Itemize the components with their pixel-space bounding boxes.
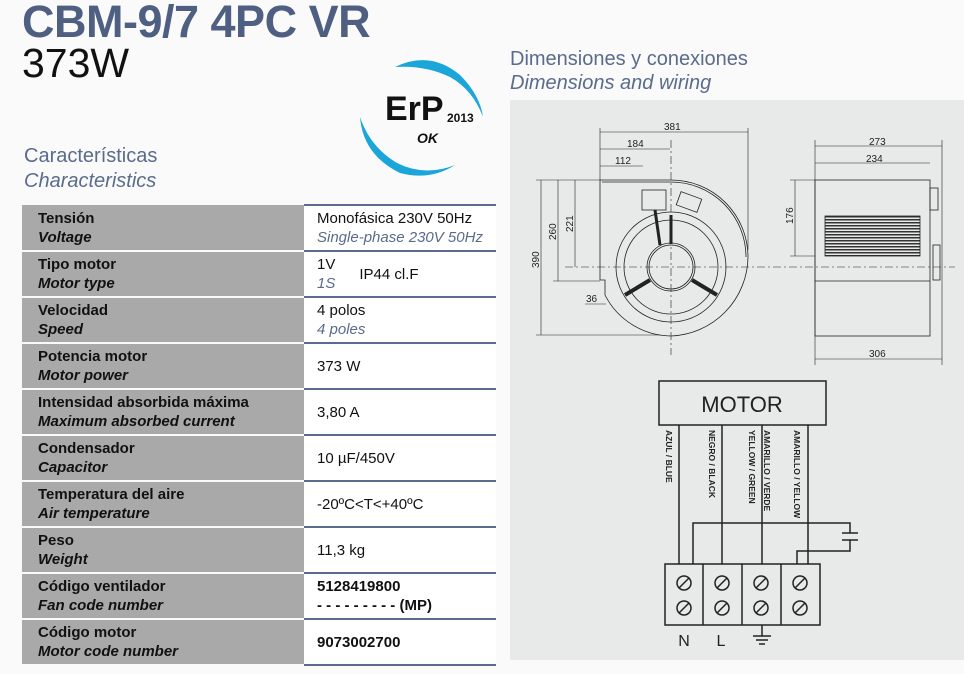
- spec-value: 5128419800: [317, 578, 401, 595]
- dim-221: 221: [565, 215, 576, 232]
- terminal-screws: [676, 575, 808, 616]
- spec-value-en: 1S: [317, 275, 336, 292]
- spec-label: Condensador: [38, 440, 135, 457]
- wire-label: AMARILLO / VERDE: [762, 430, 772, 512]
- spec-label: Temperatura del aire: [38, 486, 185, 503]
- spec-label: Código ventilador: [38, 578, 166, 595]
- spec-value: Monofásica 230V 50Hz: [317, 210, 473, 227]
- dim-36: 36: [586, 294, 598, 305]
- spec-label-en: Weight: [38, 551, 88, 568]
- spec-value: 4 polos: [317, 302, 366, 319]
- erp-year: 2013: [447, 111, 474, 125]
- erp-text: ErP: [385, 90, 444, 128]
- spec-label-en: Air temperature: [38, 505, 150, 522]
- spec-value: -20ºC<T<+40ºC: [317, 495, 424, 513]
- characteristics-subtitle: Characteristics: [24, 170, 157, 192]
- spec-value-extra: - - - - - - - - - (MP): [317, 597, 432, 614]
- front-view: [599, 179, 749, 337]
- characteristics-title: Características: [24, 145, 158, 167]
- dimension-lines: [536, 128, 943, 365]
- spec-label: Intensidad absorbida máxima: [38, 394, 249, 411]
- spec-label: Peso: [38, 532, 74, 549]
- spec-label-en: Capacitor: [38, 459, 108, 476]
- dim-260: 260: [548, 223, 559, 240]
- spec-label-en: Motor code number: [38, 643, 179, 660]
- spec-label-en: Speed: [38, 321, 84, 338]
- spec-value: 1V: [317, 256, 336, 273]
- dim-390: 390: [531, 251, 542, 268]
- spec-label: Tensión: [38, 209, 95, 227]
- spec-value: 9073002700: [317, 633, 401, 651]
- terminal-l-label: L: [717, 633, 726, 650]
- dim-234: 234: [866, 154, 883, 165]
- dim-273: 273: [869, 137, 886, 148]
- spec-label: Código motor: [38, 624, 137, 641]
- motor-label: MOTOR: [701, 392, 782, 417]
- spec-value-extra: IP44 cl.F: [359, 265, 419, 283]
- erp-2013-badge: ErP 2013 OK: [360, 60, 483, 176]
- dim-176: 176: [785, 207, 796, 224]
- dim-112: 112: [615, 156, 631, 167]
- spec-label-en: Voltage: [38, 228, 92, 246]
- dim-381: 381: [664, 122, 681, 133]
- spec-value: 11,3 kg: [317, 541, 366, 559]
- product-power: 373W: [22, 40, 130, 86]
- product-title: CBM-9/7 4PC VR: [22, 0, 371, 47]
- spec-value-en: 4 poles: [317, 321, 366, 338]
- spec-label-en: Maximum absorbed current: [38, 413, 235, 430]
- spec-label-en: Fan code number: [38, 597, 164, 614]
- spec-value: 10 µF/450V: [317, 449, 395, 467]
- dimensions-title: Dimensiones y conexiones: [510, 48, 748, 70]
- wire-label: AMARILLO / YELLOW: [792, 430, 802, 519]
- spec-label-en: Motor type: [38, 275, 115, 292]
- dim-184: 184: [627, 139, 644, 150]
- erp-ok: OK: [417, 130, 439, 146]
- spec-label: Tipo motor: [38, 256, 117, 273]
- wire-label: YELLOW / GREEN: [747, 430, 757, 504]
- wiring-diagram: MOTOR AZUL / BLUE NEGRO / BLACK YELLOW /…: [658, 380, 858, 650]
- wire-label: AZUL / BLUE: [664, 430, 674, 483]
- side-view: [814, 179, 941, 337]
- wire-label: NEGRO / BLACK: [707, 430, 717, 499]
- terminal-n-label: N: [678, 633, 690, 650]
- spec-value: 373 W: [317, 357, 361, 375]
- spec-label: Potencia motor: [38, 348, 148, 365]
- spec-value: 3,80 A: [317, 403, 360, 421]
- spec-label-en: Motor power: [38, 367, 128, 384]
- dim-306: 306: [869, 349, 886, 360]
- spec-value-en: Single-phase 230V 50Hz: [317, 229, 483, 246]
- dimensions-subtitle: Dimensions and wiring: [510, 72, 712, 94]
- spec-label: Velocidad: [38, 302, 109, 319]
